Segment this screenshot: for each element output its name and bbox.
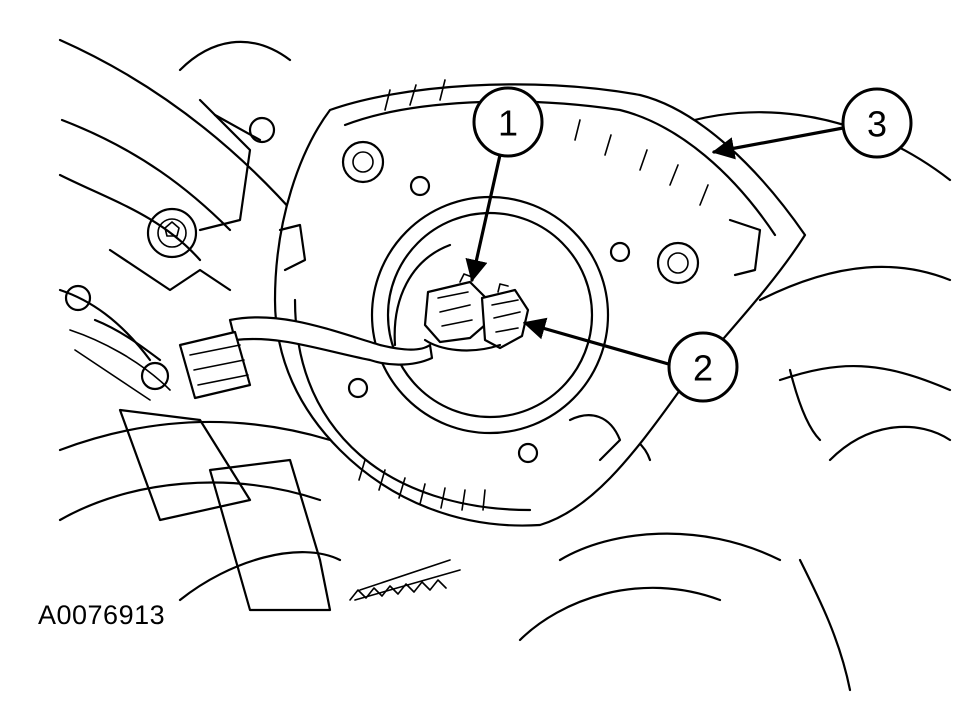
leader-line-2 <box>522 317 674 367</box>
leader-line-1 <box>465 153 502 283</box>
callout-3-label: 3 <box>867 104 887 145</box>
callout-3: 3 <box>841 87 913 159</box>
steering-wheel-background <box>58 38 952 692</box>
figure-id: A0076913 <box>38 600 166 630</box>
airbag-module-plate <box>273 79 807 527</box>
callout-1-label: 1 <box>498 103 518 144</box>
wiring-harness <box>178 316 502 400</box>
leader-line-3 <box>711 126 845 160</box>
callout-1: 1 <box>472 86 544 158</box>
callout-2-label: 2 <box>693 348 713 389</box>
leader-lines <box>465 126 845 367</box>
callout-2: 2 <box>667 331 739 403</box>
